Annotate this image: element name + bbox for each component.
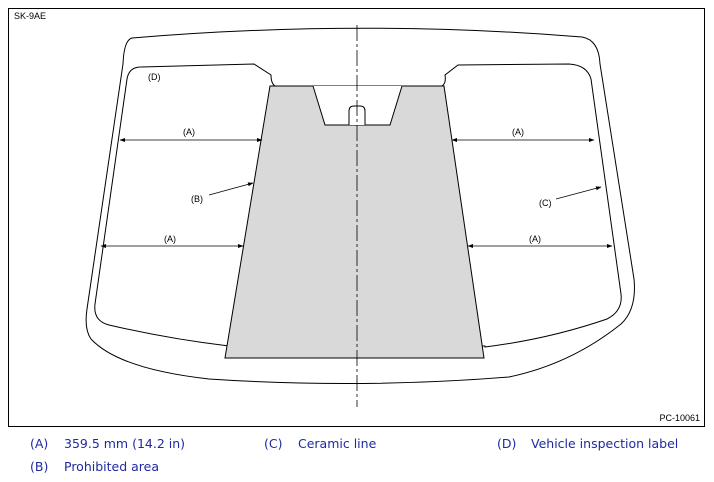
- callout-a-upper-right: (A): [512, 127, 524, 137]
- windshield-drawing: (A) (A) (A) (A) (B) (C) (D): [85, 25, 635, 407]
- legend-item-b: (B) Prohibited area: [30, 459, 159, 474]
- leader-arrow-b: [208, 182, 254, 196]
- legend-text: Prohibited area: [64, 459, 160, 474]
- callout-a-upper-left: (A): [183, 127, 195, 137]
- legend-key: (B): [30, 459, 49, 474]
- callout-a-lower-right: (A): [529, 234, 541, 244]
- prohibited-area: [224, 85, 485, 359]
- legend-key: (D): [497, 436, 517, 451]
- legend-item-a: (A) 359.5 mm (14.2 in): [30, 436, 185, 451]
- legend-text: 359.5 mm (14.2 in): [64, 436, 186, 451]
- reference-code: PC-10061: [659, 413, 700, 423]
- legend-text: Ceramic line: [298, 436, 377, 451]
- callout-b: (B): [191, 194, 203, 204]
- callout-d: (D): [148, 72, 161, 82]
- figure-id: SK-9AE: [14, 11, 47, 21]
- callout-c: (C): [539, 198, 552, 208]
- legend-key: (C): [264, 436, 283, 451]
- legend-item-c: (C) Ceramic line: [264, 436, 376, 451]
- windshield-diagram-frame: SK-9AE PC-10061 (A) (A) (A) (A) (: [8, 8, 705, 427]
- legend-text: Vehicle inspection label: [531, 436, 679, 451]
- legend-item-d: (D) Vehicle inspection label: [497, 436, 678, 451]
- callout-a-lower-left: (A): [164, 234, 176, 244]
- leader-arrow-c: [555, 186, 602, 200]
- windshield-outline: [85, 27, 635, 385]
- legend-key: (A): [30, 436, 49, 451]
